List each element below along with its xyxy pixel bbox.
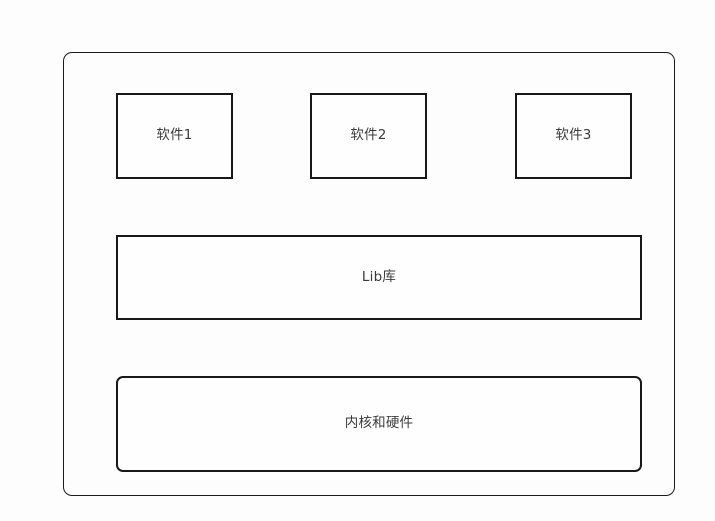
kernel-hardware-layer-box[interactable]: 内核和硬件 — [116, 376, 642, 472]
application-layer: 软件1 软件2 软件3 — [116, 93, 632, 179]
software-box-1-label: 软件1 — [156, 127, 193, 144]
library-layer-label: Lib库 — [361, 268, 397, 285]
software-box-1[interactable]: 软件1 — [116, 93, 233, 179]
library-layer-box[interactable]: Lib库 — [116, 235, 642, 320]
kernel-hardware-layer-label: 内核和硬件 — [344, 415, 414, 432]
software-box-2[interactable]: 软件2 — [310, 93, 427, 179]
software-box-2-label: 软件2 — [350, 127, 387, 144]
software-box-3-label: 软件3 — [555, 127, 592, 144]
software-box-3[interactable]: 软件3 — [515, 93, 632, 179]
system-container: 软件1 软件2 软件3 Lib库 内核和硬件 — [63, 52, 675, 496]
